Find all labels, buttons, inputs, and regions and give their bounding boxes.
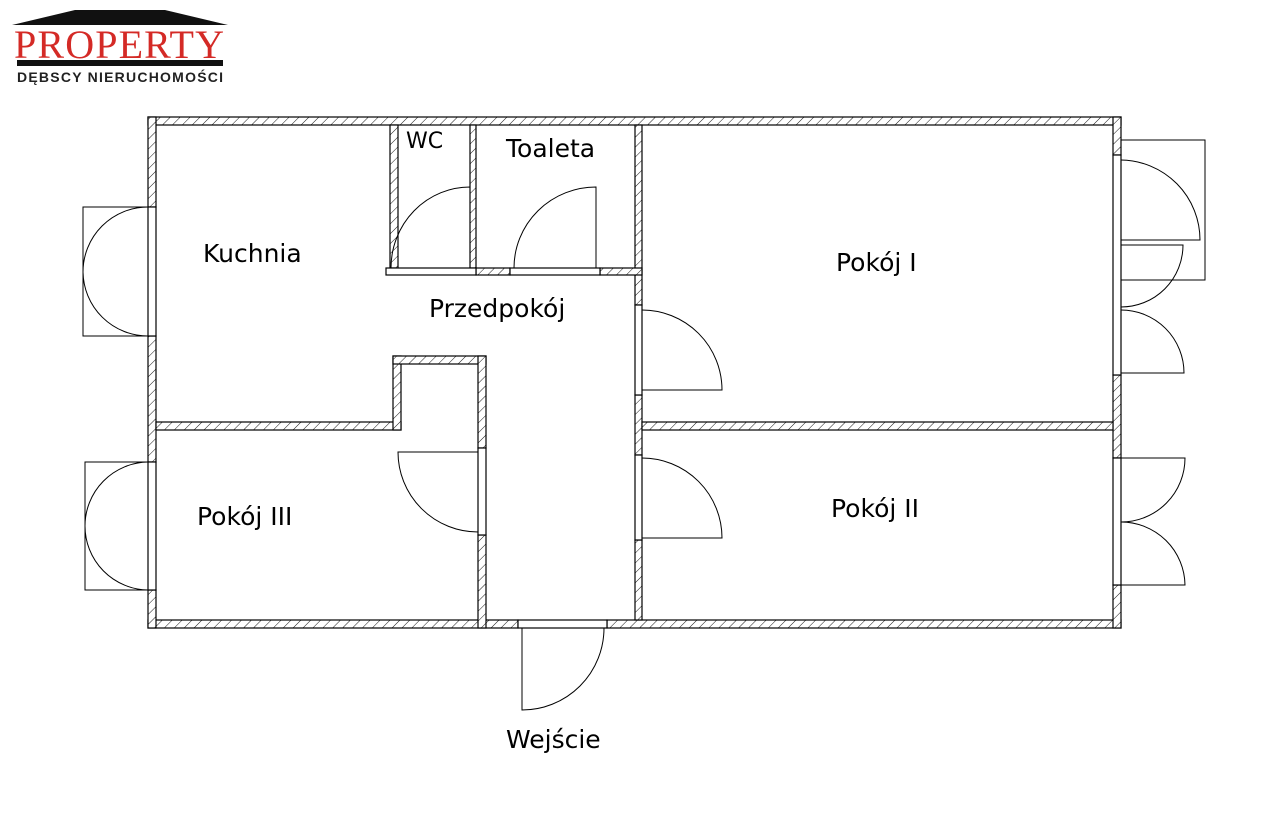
room3-door bbox=[397, 451, 479, 533]
room3-window bbox=[84, 461, 149, 591]
room1-window-a bbox=[1120, 139, 1206, 281]
doors-windows bbox=[82, 139, 1206, 711]
wc-door bbox=[390, 186, 471, 269]
label-toilet: Toaleta bbox=[505, 134, 595, 163]
label-room2: Pokój II bbox=[831, 494, 919, 523]
logo: PROPERTY DĘBSCY NIERUCHOMOŚCI bbox=[12, 10, 228, 85]
label-wc: WC bbox=[406, 129, 443, 154]
label-room3: Pokój III bbox=[197, 502, 292, 531]
room1-door bbox=[641, 309, 723, 391]
entrance-door bbox=[521, 627, 605, 711]
logo-brand: PROPERTY bbox=[14, 22, 224, 67]
room2-door bbox=[641, 457, 723, 539]
label-entrance: Wejście bbox=[506, 725, 601, 754]
label-room1: Pokój I bbox=[836, 248, 917, 277]
label-hall: Przedpokój bbox=[429, 294, 565, 323]
label-kitchen: Kuchnia bbox=[203, 239, 302, 268]
kitchen-window bbox=[82, 206, 149, 337]
room-labels: Kuchnia WC Toaleta Przedpokój Pokój I Po… bbox=[197, 129, 919, 754]
logo-tagline: DĘBSCY NIERUCHOMOŚCI bbox=[17, 68, 223, 85]
room1-window-b bbox=[1120, 244, 1185, 374]
toilet-door bbox=[513, 186, 597, 269]
room2-window bbox=[1120, 457, 1186, 586]
